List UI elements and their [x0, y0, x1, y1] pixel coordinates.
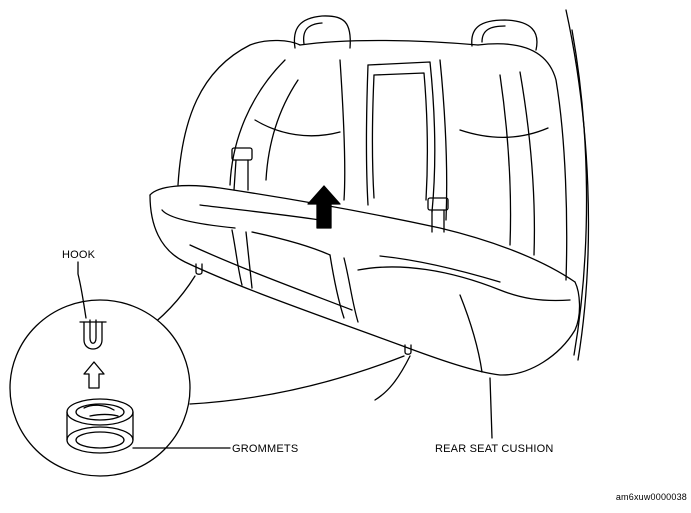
label-leaders	[78, 262, 492, 448]
reference-code: am6xuw0000038	[615, 492, 687, 502]
rear-seat-cushion	[150, 186, 580, 375]
hook-icon	[80, 320, 106, 349]
hook-label: HOOK	[62, 249, 96, 261]
lift-arrow	[308, 186, 340, 228]
detail-circle	[10, 300, 190, 476]
seat-belt-buckle-right	[428, 198, 448, 232]
headrest-left	[294, 16, 350, 48]
seat-belt-buckle-left	[232, 148, 252, 190]
rear-seat-cushion-label: REAR SEAT CUSHION	[435, 443, 554, 455]
door-pillar	[566, 10, 588, 360]
headrest-right	[472, 20, 537, 50]
seat-back	[178, 40, 567, 280]
grommets-label: GROMMETS	[232, 443, 299, 455]
up-arrow-icon	[84, 362, 104, 388]
grommet-icon	[67, 399, 133, 453]
